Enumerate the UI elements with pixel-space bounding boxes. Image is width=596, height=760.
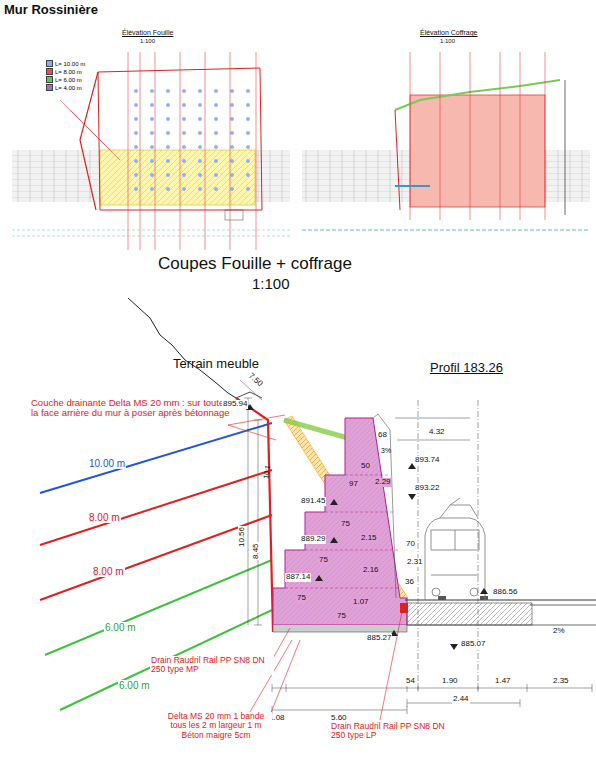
dimension: 97 — [348, 480, 359, 489]
dimension: 50 — [360, 462, 371, 471]
legend-swatch — [46, 68, 53, 75]
dimension: 36 — [404, 578, 415, 587]
dimension: 54 — [405, 677, 416, 686]
dimension: 893.22 — [414, 484, 440, 493]
dimension: 885.27 — [366, 634, 392, 643]
dimension: 8.00 m — [88, 512, 121, 523]
dimension: 70 — [405, 540, 416, 549]
dimension: 885.07 — [460, 640, 486, 649]
legend-text: L= 6.00 m — [55, 77, 82, 83]
dimension: 10.00 m — [88, 458, 126, 469]
callout-note: Drain Raudril Rail PP SN8 DN 250 type MP — [150, 656, 274, 675]
dimension: 75 — [318, 556, 329, 565]
dimension: 75 — [336, 612, 347, 621]
callout-note: Drain Raudril Rail PP SN8 DN 250 type LP — [330, 722, 457, 741]
legend-text: L= 10.00 m — [55, 61, 85, 67]
dimension: 10.56 — [238, 526, 247, 548]
dimension: 75 — [340, 520, 351, 529]
legend-swatch — [46, 84, 53, 91]
dimension: 3% — [381, 447, 391, 455]
train — [425, 498, 485, 600]
dimension: 7.50 — [246, 372, 264, 389]
legend-item: L= 10.00 m — [46, 60, 85, 67]
view-title: Élévation Coffrage — [420, 29, 477, 37]
callout-note: Delta MS 20 mm 1 bande tous les 2 m larg… — [160, 712, 272, 740]
dimension: 2.29 — [374, 478, 392, 487]
section-title: Terrain meuble — [173, 357, 259, 371]
dimension: 2.31 — [406, 558, 424, 567]
dimension: 887.14 — [285, 573, 311, 582]
dimension: 2.44 — [452, 695, 470, 704]
callout-note: Couche drainante Delta MS 20 mm : sur to… — [30, 398, 232, 419]
view-title: 1:100 — [252, 276, 290, 293]
dimension: 2% — [552, 627, 566, 636]
dimension: 6.00 m — [104, 622, 137, 633]
dimension: 6.00 m — [118, 680, 151, 691]
section-title: Profil 183.26 — [430, 361, 503, 375]
dimension: 68 — [378, 431, 387, 440]
dimension: 8.45 — [252, 542, 261, 560]
legend-item: L= 6.00 m — [46, 76, 82, 83]
dimension: 895.94 — [222, 400, 248, 409]
view-title: 1:100 — [440, 38, 455, 45]
dimension: 889.29 — [300, 535, 326, 544]
legend-text: L= 8.00 m — [55, 69, 82, 75]
legend-swatch — [46, 60, 53, 67]
legend-swatch — [46, 76, 53, 83]
legend-item: L= 8.00 m — [46, 68, 82, 75]
dimension: 1.07 — [352, 598, 370, 607]
dimension: 2.15 — [360, 534, 378, 543]
elevation-fouille — [12, 52, 290, 250]
dimension: 893.74 — [414, 456, 440, 465]
page-title: Mur Rossinière — [4, 3, 98, 17]
dimension: 2.16 — [362, 566, 380, 575]
legend-text: L= 4.00 m — [55, 85, 82, 91]
dimension: 1.47 — [494, 677, 512, 686]
dimension: 2.35 — [552, 677, 570, 686]
dimension: 1.90 — [441, 677, 459, 686]
legend-item: L= 4.00 m — [46, 84, 82, 91]
view-title: Élévation Fouille — [122, 29, 173, 37]
dimension: 8.00 m — [92, 566, 125, 577]
dimension: 4.32 — [428, 428, 446, 437]
dimension: 75 — [296, 594, 307, 603]
dimension: 886.56 — [492, 588, 518, 597]
dimension: 891.45 — [300, 497, 326, 506]
view-title: 1:100 — [140, 38, 155, 45]
elevation-coffrage — [302, 52, 590, 230]
view-title: Coupes Fouille + coffrage — [158, 255, 352, 274]
